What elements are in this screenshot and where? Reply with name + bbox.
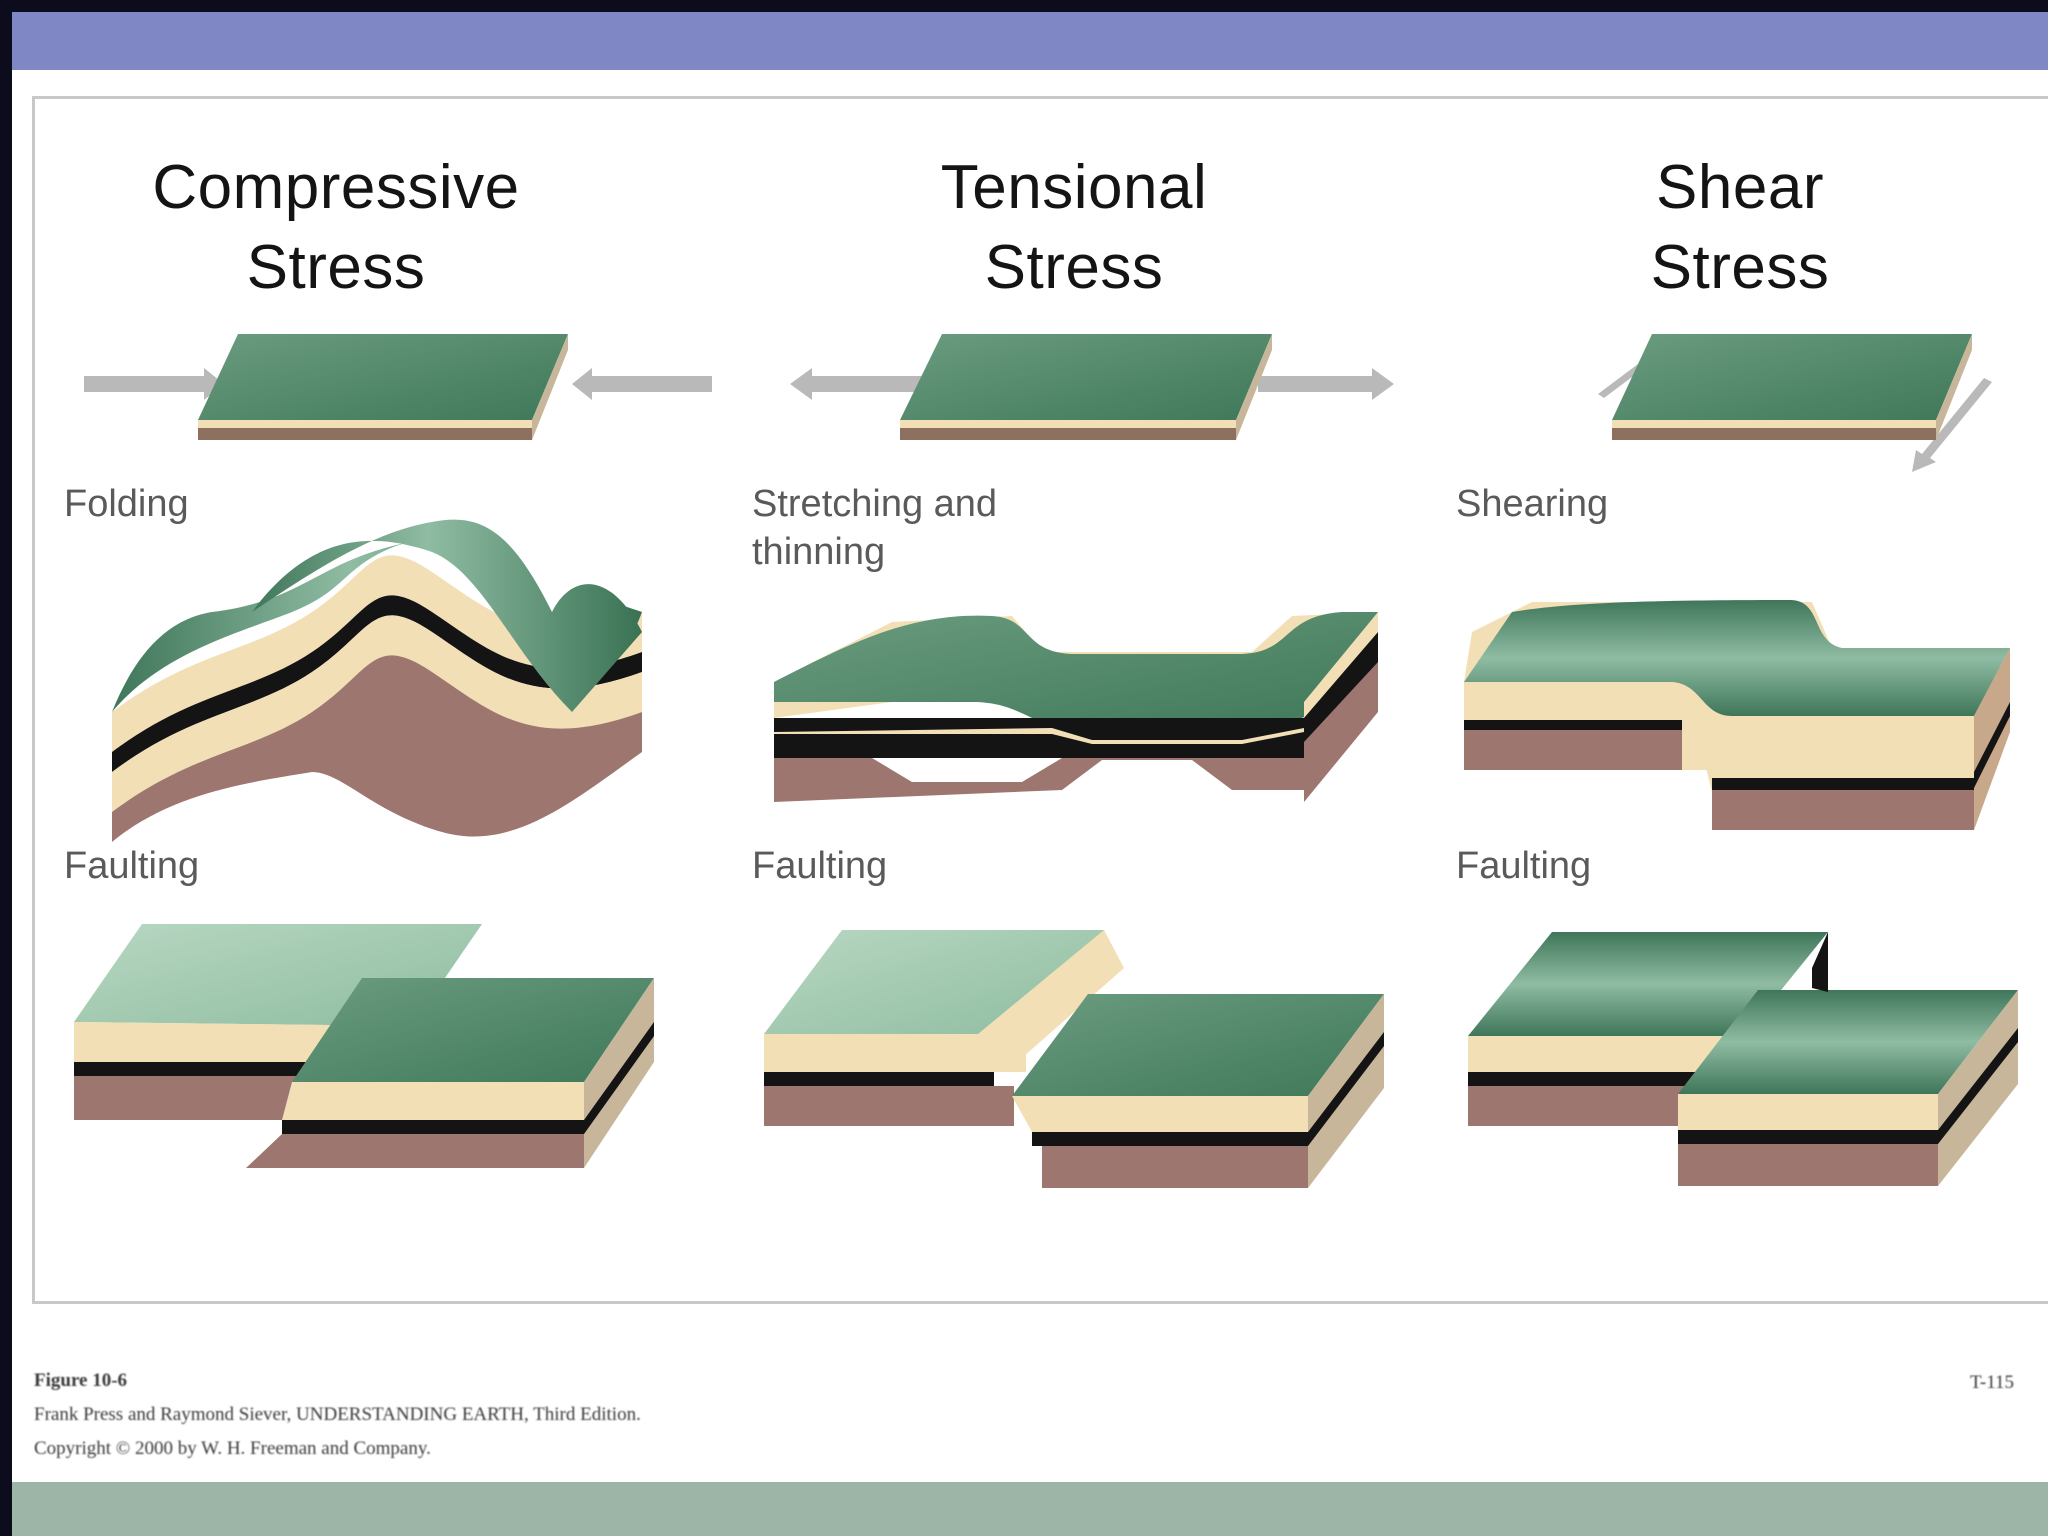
page-code: T-115 bbox=[1970, 1372, 2014, 1393]
label-faulting-shear: Faulting bbox=[1456, 845, 1592, 887]
tensional-slab bbox=[900, 334, 1272, 440]
stress-diagram bbox=[74, 334, 2018, 1188]
compressive-slab bbox=[198, 334, 568, 440]
tensional-arrow-right bbox=[1258, 368, 1394, 400]
caption-authors: Frank Press and Raymond Siever, UNDERSTA… bbox=[34, 1404, 641, 1425]
compressive-arrow-right bbox=[572, 368, 712, 400]
compressive-fault-block bbox=[74, 924, 654, 1168]
tensional-arrow-left bbox=[790, 368, 926, 400]
shear-slab bbox=[1612, 334, 1972, 440]
label-faulting-tensional: Faulting bbox=[752, 845, 888, 887]
label-stretching-and-thinning: Stretching and thinning bbox=[752, 483, 998, 573]
shearing-block bbox=[1464, 600, 2010, 830]
label-faulting-compressive: Faulting bbox=[64, 845, 200, 887]
compressive-arrow-left bbox=[84, 368, 224, 400]
label-shearing: Shearing bbox=[1456, 483, 1609, 525]
heading-compressive-stress: Compressive Stress bbox=[152, 153, 520, 302]
label-folding: Folding bbox=[64, 483, 189, 525]
slide-header-bar bbox=[12, 12, 2048, 70]
slide: Compressive Stress Tensional Stress Shea… bbox=[12, 12, 2048, 1536]
folding-block bbox=[112, 519, 642, 842]
tensional-fault-block bbox=[764, 930, 1384, 1188]
heading-shear-stress: Shear Stress bbox=[1650, 153, 1830, 302]
caption-figure-number: Figure 10-6 bbox=[34, 1370, 128, 1391]
heading-tensional-stress: Tensional Stress bbox=[940, 153, 1208, 302]
shear-arrow-lower bbox=[1912, 378, 1992, 472]
shear-fault-block bbox=[1468, 932, 2018, 1186]
slide-footer-bar bbox=[12, 1482, 2048, 1536]
stretching-block bbox=[774, 612, 1378, 802]
caption-copyright: Copyright © 2000 by W. H. Freeman and Co… bbox=[34, 1438, 431, 1459]
